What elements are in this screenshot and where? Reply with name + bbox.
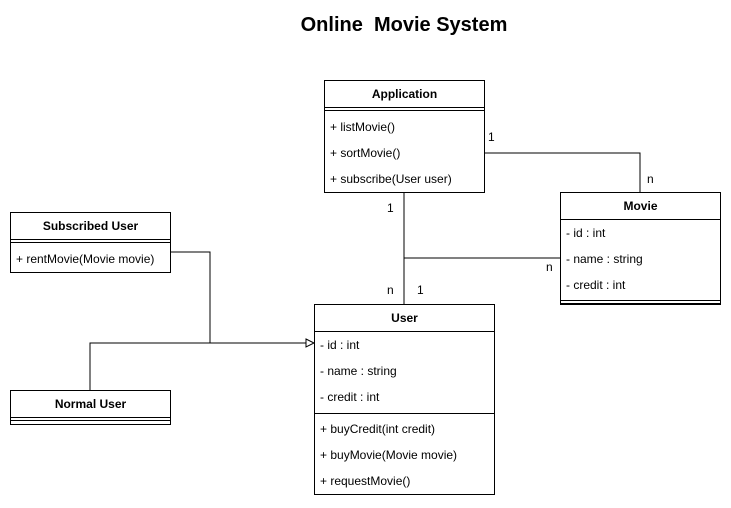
generalization-arrowhead <box>305 338 316 348</box>
class-normal-user[interactable]: Normal User <box>10 390 171 425</box>
class-movie-divider <box>561 219 720 220</box>
class-normal-user-name: Normal User <box>54 397 127 411</box>
operation-buy-credit: + buyCredit(int credit) <box>320 422 436 436</box>
multiplicity-app-user-app: 1 <box>387 201 394 215</box>
operation-sort-movie: + sortMovie() <box>330 146 401 160</box>
operation-request-movie: + requestMovie() <box>320 474 411 488</box>
attribute-user-id: - id : int <box>320 338 360 352</box>
attribute-movie-name: - name : string <box>566 252 643 266</box>
class-user-top-divider <box>315 331 494 332</box>
diagram-title: Online Movie System <box>300 14 508 36</box>
multiplicity-user-movie-user: 1 <box>417 283 424 297</box>
operation-list-movie: + listMovie() <box>330 120 396 134</box>
operation-subscribe: + subscribe(User user) <box>330 172 452 186</box>
multiplicity-user-movie-movie: n <box>546 260 553 274</box>
class-subscribed-user-divider <box>11 239 170 243</box>
class-user-divider <box>315 413 494 414</box>
class-application[interactable]: Application + listMovie() + sortMovie() … <box>324 80 485 193</box>
operation-buy-movie: + buyMovie(Movie movie) <box>320 448 458 462</box>
attribute-movie-id: - id : int <box>566 226 606 240</box>
class-application-name: Application <box>371 87 438 101</box>
multiplicity-app-movie-movie: n <box>647 172 654 186</box>
multiplicity-app-movie-app: 1 <box>488 130 495 144</box>
attribute-user-name: - name : string <box>320 364 397 378</box>
class-subscribed-user-name: Subscribed User <box>42 219 139 233</box>
attribute-movie-credit: - credit : int <box>566 278 626 292</box>
class-user-name: User <box>391 311 418 325</box>
class-user[interactable]: User - id : int - name : string - credit… <box>314 304 495 495</box>
class-normal-user-divider <box>11 417 170 421</box>
multiplicity-app-user-user: n <box>387 283 394 297</box>
operation-rent-movie: + rentMovie(Movie movie) <box>16 252 155 266</box>
class-subscribed-user[interactable]: Subscribed User + rentMovie(Movie movie) <box>10 212 171 273</box>
association-application-movie <box>484 152 641 192</box>
class-movie-bottom-divider <box>561 300 720 304</box>
generalization-normal-user <box>89 342 306 390</box>
attribute-user-credit: - credit : int <box>320 390 380 404</box>
generalization-subscribed-user <box>170 251 211 343</box>
class-movie[interactable]: Movie - id : int - name : string - credi… <box>560 192 721 305</box>
class-application-divider <box>325 107 484 111</box>
class-movie-name: Movie <box>623 199 658 213</box>
